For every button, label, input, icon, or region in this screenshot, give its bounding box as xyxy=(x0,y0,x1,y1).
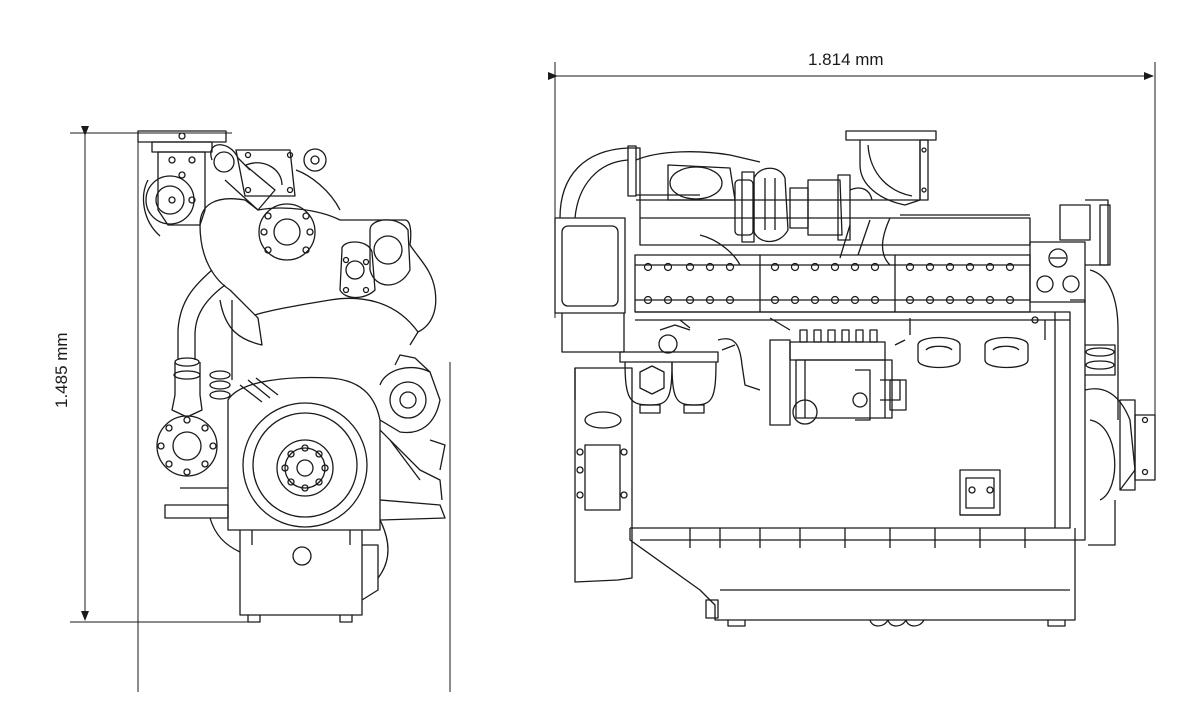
engine-side-view xyxy=(555,131,1155,626)
height-dimension-label: 1.485 mm xyxy=(52,332,71,408)
sump-studs xyxy=(690,528,1025,548)
height-dimension xyxy=(70,126,450,692)
injection-lines xyxy=(800,330,877,342)
head-bolts xyxy=(645,264,1014,304)
width-dimension-label: 1.814 mm xyxy=(808,50,884,69)
engine-front-view xyxy=(138,131,445,622)
